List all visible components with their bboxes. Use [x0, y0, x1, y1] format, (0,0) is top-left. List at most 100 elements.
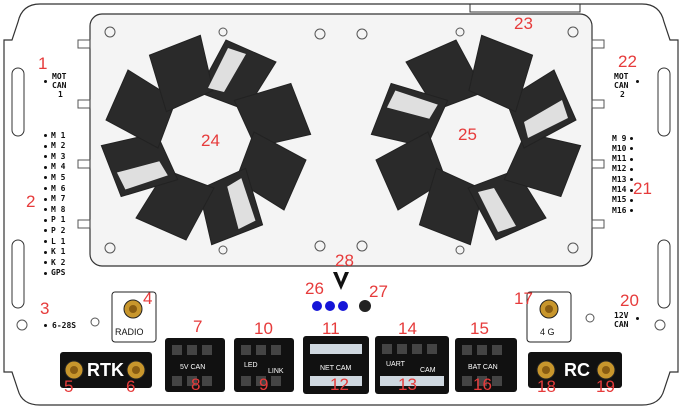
pin-dot — [44, 229, 47, 233]
pin-dot — [44, 240, 47, 243]
pin-label: M12 — [612, 164, 627, 174]
pin-label: M 6 — [51, 183, 66, 193]
left-pin-row: M 1 — [44, 131, 65, 140]
pin-dot — [44, 250, 47, 254]
pin-label: M 5 — [51, 172, 66, 182]
led-3 — [338, 301, 348, 311]
callout-7: 7 — [193, 317, 203, 336]
callout-3: 3 — [40, 299, 50, 318]
pin-dot — [630, 147, 634, 151]
pin-label: M 4 — [51, 162, 66, 172]
link-label: LINK — [268, 368, 284, 375]
left-pin-row: M 6 — [44, 184, 65, 193]
mot-can1-label: MOT CAN 1 — [52, 72, 67, 99]
mot-can2-label: MOT CAN 2 — [614, 72, 629, 99]
callout-28: 28 — [335, 251, 354, 270]
pin-label: M11 — [612, 154, 627, 164]
callout-19: 19 — [596, 377, 615, 396]
pin-label: M 2 — [51, 141, 66, 151]
callout-10: 10 — [254, 319, 273, 338]
led-label: LED — [244, 362, 258, 369]
left-pin-row: M 2 — [44, 142, 65, 151]
power-12v-label: 12V CAN — [614, 311, 629, 329]
pin-dot — [630, 188, 634, 192]
pin-dot — [44, 208, 47, 212]
pin-dot — [44, 187, 47, 190]
right-pin-row: M13 — [612, 174, 634, 184]
left-pin-row: P 1 — [44, 216, 65, 225]
pin-dot — [44, 165, 47, 169]
callout-21: 21 — [633, 179, 652, 198]
pin-label: K 1 — [51, 247, 66, 257]
pin-label: GPS — [51, 268, 66, 278]
callout-2: 2 — [26, 192, 36, 211]
right-pin-row: M14 — [612, 185, 634, 195]
callout-24: 24 — [201, 131, 220, 150]
pin-dot — [630, 137, 634, 140]
left-pin-row: P 2 — [44, 226, 65, 235]
pin-label: L 1 — [51, 236, 66, 246]
pin-label: P 2 — [51, 225, 66, 235]
pin-label: P 1 — [51, 215, 66, 225]
net-cam-label: NET CAM — [320, 365, 352, 372]
pin-dot — [44, 155, 47, 159]
pin-dot — [44, 134, 47, 137]
pin-dot — [630, 209, 634, 213]
callout-4: 4 — [143, 289, 153, 308]
callout-16: 16 — [473, 375, 492, 394]
left-fan — [100, 34, 312, 246]
pin-label: M 9 — [612, 133, 627, 143]
callout-27: 27 — [369, 282, 388, 301]
pin-dot — [44, 218, 47, 222]
callout-23: 23 — [514, 14, 533, 33]
left-pin-row: GPS — [44, 269, 65, 278]
pin-label: M16 — [612, 205, 627, 215]
bat-can-label: BAT CAN — [468, 364, 498, 371]
callout-20: 20 — [620, 291, 639, 310]
pin-dot — [44, 271, 47, 275]
left-pin-row: M 7 — [44, 195, 65, 204]
rtk-label: RTK — [87, 360, 124, 380]
rc-label: RC — [564, 360, 590, 380]
pin-label: M10 — [612, 143, 627, 153]
callout-6: 6 — [126, 377, 136, 396]
pin-dot — [44, 144, 47, 148]
pin-dot — [630, 198, 634, 202]
right-pin-row: M10 — [612, 143, 634, 153]
fourg-label: 4 G — [540, 327, 555, 337]
pin-dot — [44, 261, 47, 265]
callout-15: 15 — [470, 319, 489, 338]
radio-label: RADIO — [115, 327, 144, 337]
left-pin-row: L 1 — [44, 237, 65, 246]
logo-mark — [333, 272, 349, 290]
pin-label: M13 — [612, 174, 627, 184]
can5v-label: 5V CAN — [180, 364, 206, 371]
right-pin-row: M12 — [612, 164, 634, 174]
right-pin-row: M16 — [612, 205, 634, 215]
pin-dot — [630, 178, 634, 182]
led-1 — [312, 301, 322, 311]
pin-dot — [44, 176, 47, 180]
callout-17: 17 — [514, 289, 533, 308]
callout-18: 18 — [537, 377, 556, 396]
pin-label: M 1 — [51, 130, 66, 140]
pin-label: M15 — [612, 195, 627, 205]
left-pin-row: M 8 — [44, 205, 65, 214]
pin-dot — [44, 197, 47, 201]
left-pin-row: M 4 — [44, 163, 65, 172]
callout-26: 26 — [305, 279, 324, 298]
uart-label: UART — [386, 361, 405, 368]
pin-label: M14 — [612, 185, 627, 194]
pin-dot — [630, 167, 634, 171]
cam-label: CAM — [420, 367, 436, 374]
callout-14: 14 — [398, 319, 417, 338]
pin-label: M 3 — [51, 151, 66, 161]
callout-1: 1 — [38, 54, 48, 73]
callout-12: 12 — [330, 375, 349, 394]
led-2 — [325, 301, 335, 311]
callout-11: 11 — [322, 319, 340, 338]
callout-13: 13 — [398, 375, 417, 394]
button — [359, 300, 371, 312]
